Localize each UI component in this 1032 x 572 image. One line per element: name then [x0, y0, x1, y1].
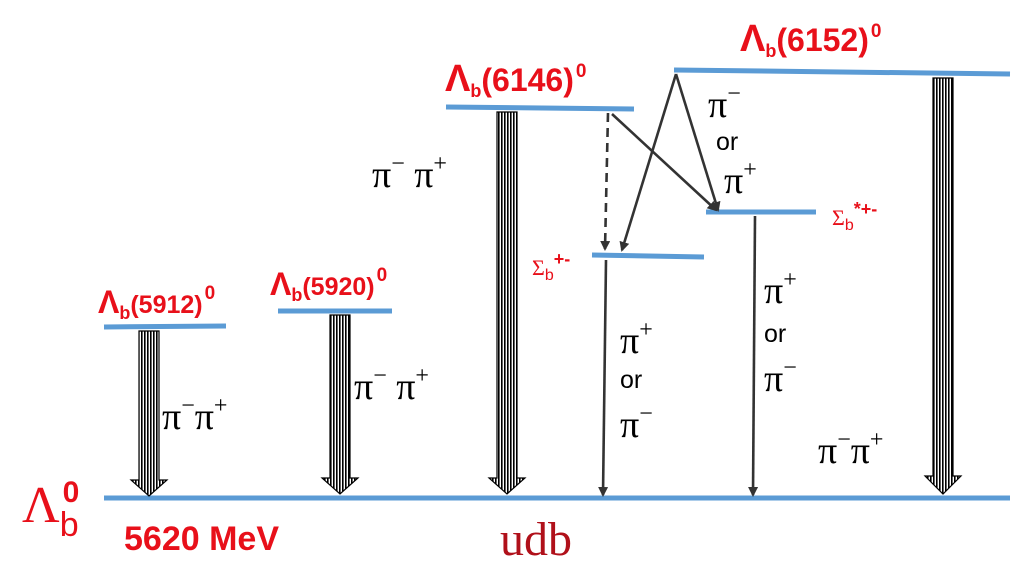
label-lambda-6152: Λb(6152)0	[740, 18, 882, 61]
decay-label-sigma-star-b: π−	[764, 355, 797, 400]
arrow-6152-to-sigma-star	[674, 73, 721, 212]
decay-label-sigma-or: or	[620, 366, 643, 394]
decay-label-5920: π− π+	[354, 363, 429, 408]
quark-content: udb	[500, 513, 572, 566]
label-lambda-6146: Λb(6146)0	[445, 58, 587, 101]
arrow-6152-to-sigma	[619, 73, 678, 252]
decay-label-sigma-star-a: π+	[764, 267, 797, 312]
label-lambda-5920: Λb(5920)0	[270, 265, 388, 305]
label-ground-lambda-b: Λb0	[22, 476, 80, 544]
label-sigma-b: Σb+-	[532, 249, 571, 284]
level-6146	[445, 104, 635, 112]
label-lambda-5912: Λb(5912)0	[98, 283, 216, 323]
level-6152	[673, 67, 1011, 77]
level-sigma	[591, 252, 705, 260]
arrow-sigma-star-to-ground	[748, 215, 759, 497]
ground-energy: 5620 MeV	[124, 520, 279, 558]
dipion-arrow-5920	[320, 314, 360, 495]
decay-label-6146: π− π+	[372, 151, 447, 196]
decay-label-sigma-b: π−	[620, 401, 653, 446]
dipion-arrow-6152	[923, 77, 963, 495]
arrow-sigma-to-ground	[598, 259, 609, 497]
dipion-arrow-5912	[129, 330, 169, 497]
decay-label-upper-a: π−	[708, 81, 741, 126]
dipion-arrow-6146	[487, 111, 527, 495]
decay-label-upper-b: π+	[724, 157, 757, 202]
decay-label-sigma-star-or: or	[764, 320, 787, 348]
arrow-6146-to-sigma-star	[611, 113, 718, 212]
decay-label-5912: π−π+	[162, 393, 228, 438]
decay-label-upper-or: or	[716, 128, 739, 156]
decay-label-6152: π−π+	[818, 427, 884, 472]
label-sigma-b-star: Σb*+-	[832, 199, 878, 234]
arrow-6146-to-sigma-dashed	[600, 112, 611, 251]
level-5912	[103, 323, 227, 330]
decay-label-sigma-a: π+	[620, 317, 653, 362]
